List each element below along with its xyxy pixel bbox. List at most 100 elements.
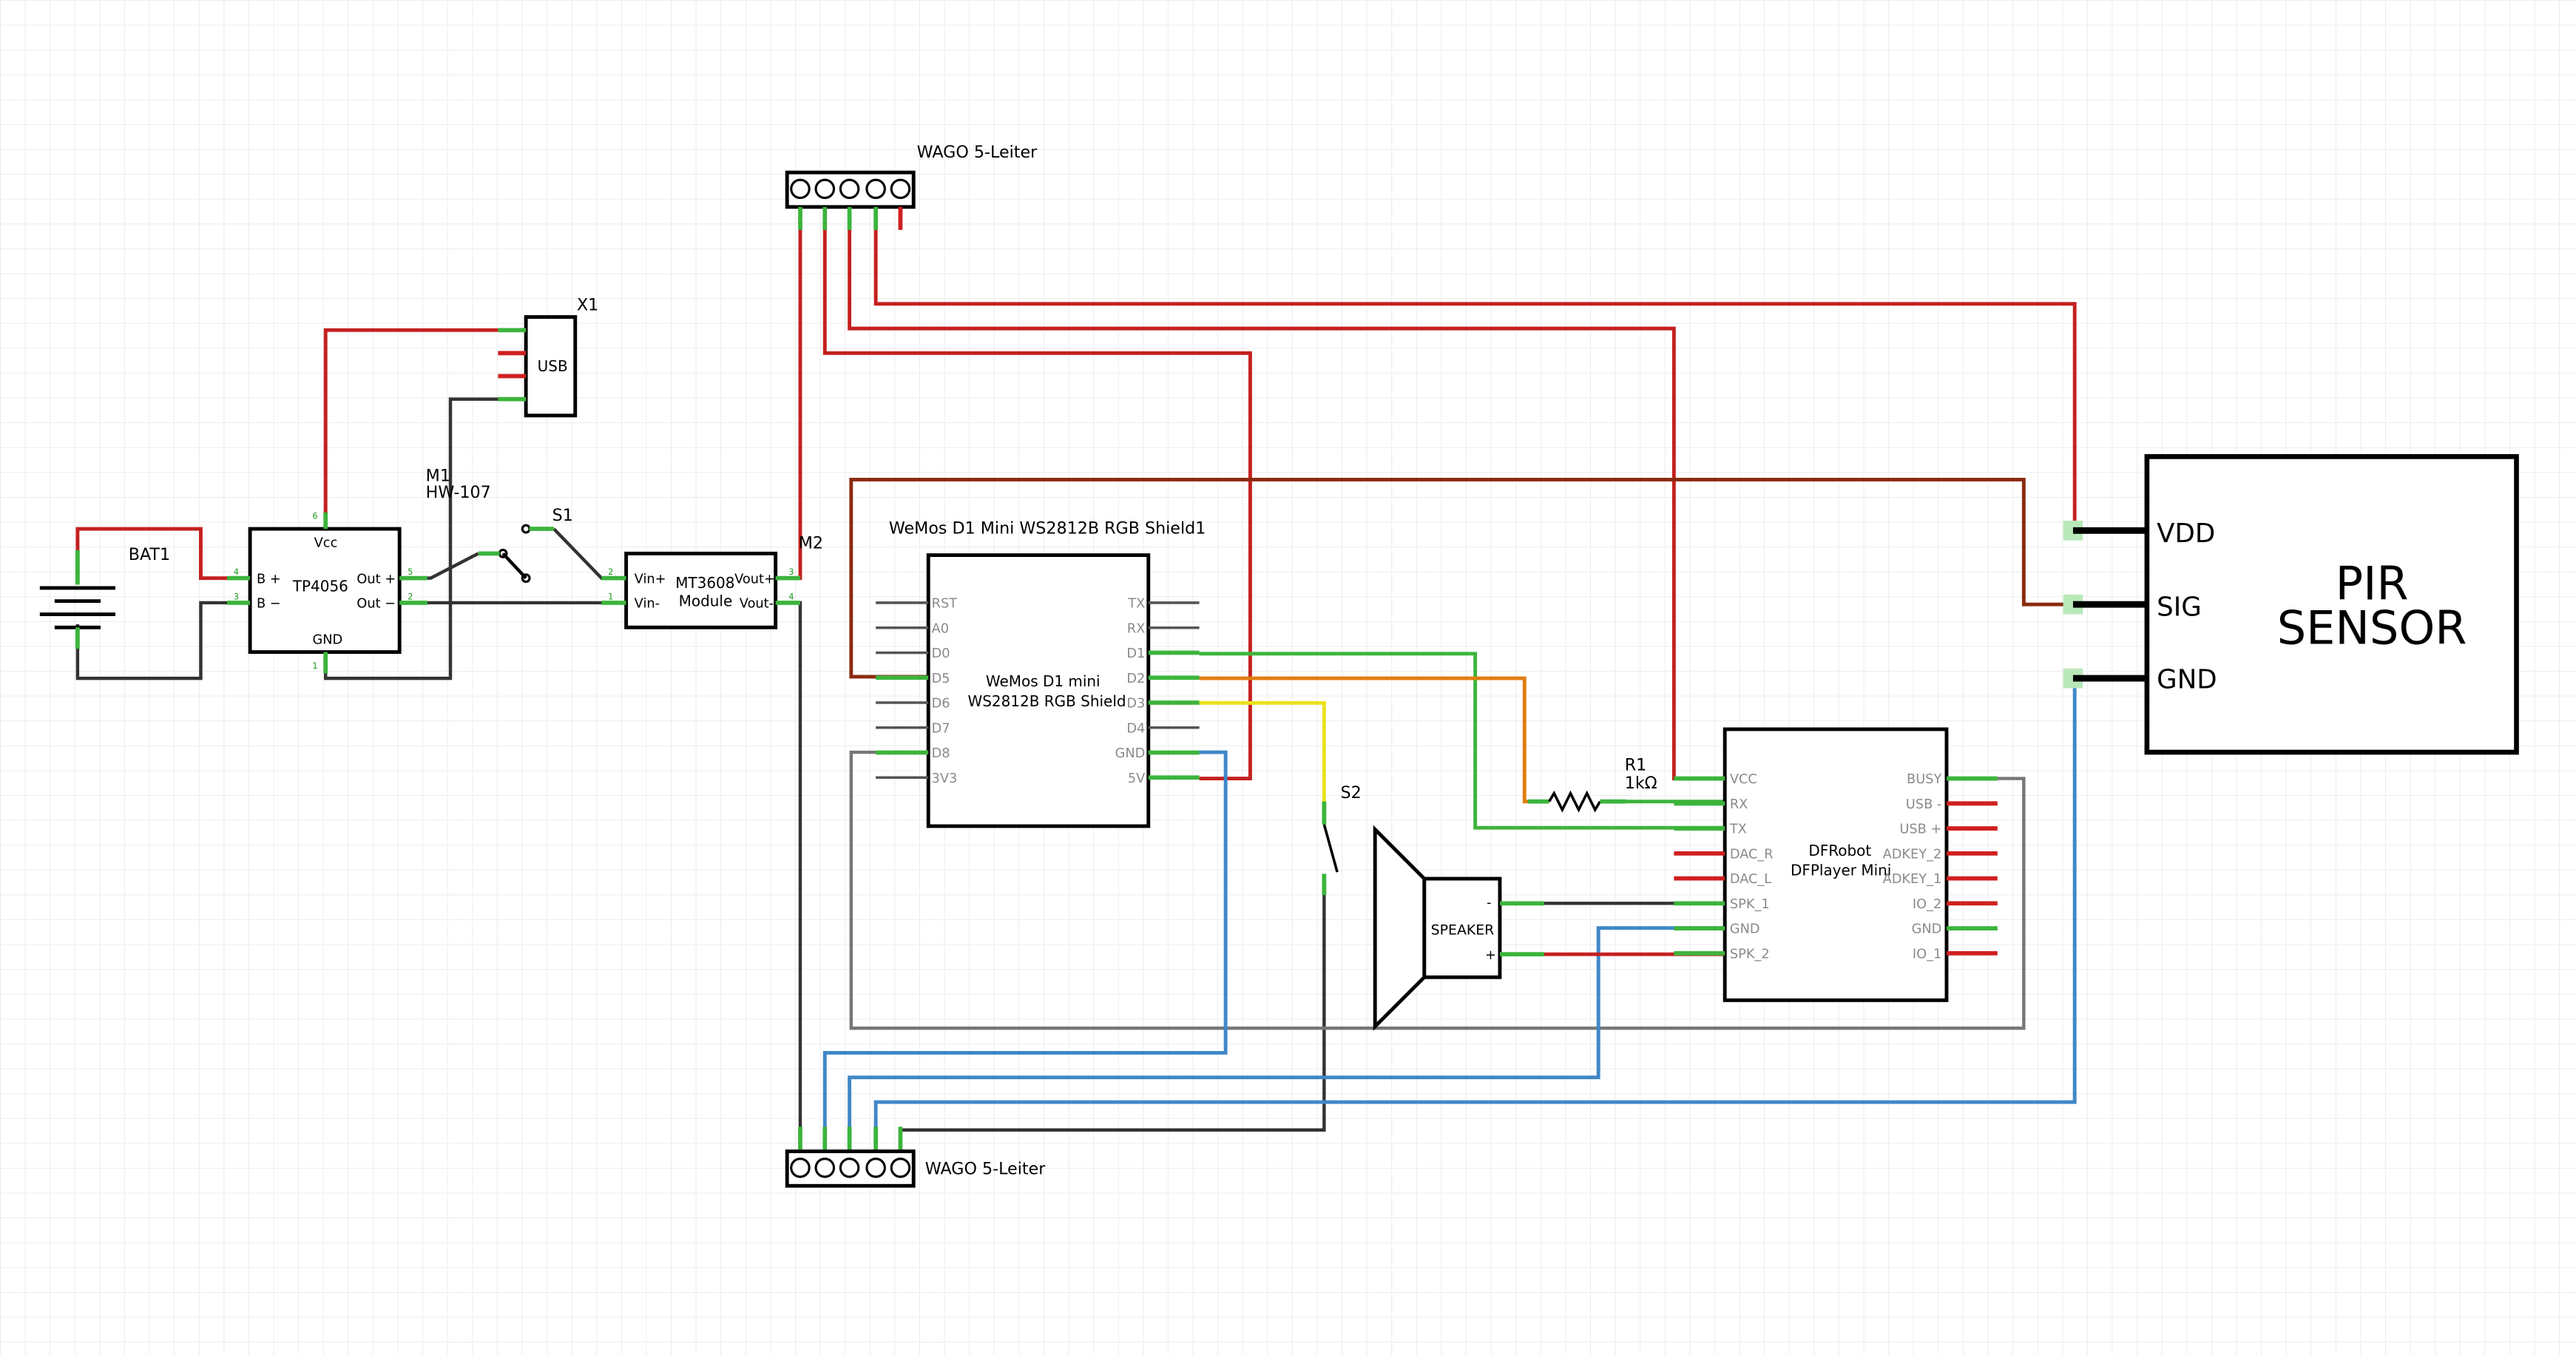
wire-d1-tx[interactable] — [1199, 652, 1725, 830]
pir-gnd: GND — [2157, 664, 2217, 695]
wemos-title: WeMos D1 Mini WS2812B RGB Shield1 — [889, 519, 1206, 538]
wemos-body-line2: WS2812B RGB Shield — [967, 692, 1126, 710]
tp4056-b-plus: B + — [257, 572, 281, 587]
dfplayer-right-pin-label: ADKEY_2 — [1883, 847, 1942, 862]
wemos-left-pin-label: RST — [932, 597, 958, 612]
pir-title-line2: SENSOR — [2277, 601, 2467, 655]
wemos-left-pin-label: D6 — [932, 697, 950, 712]
svg-text:1: 1 — [608, 592, 613, 602]
wemos-right-pin-label: D2 — [1126, 672, 1145, 686]
wemos-left-pin-label: 3V3 — [932, 771, 958, 786]
pir-sensor: VDD SIG GND PIR SENSOR — [2063, 453, 2519, 755]
tp4056-charger: TP4056 Vcc GND B + B − Out + Out − 4 3 5… — [226, 512, 427, 674]
wire-s2-gnd[interactable] — [899, 879, 1326, 1150]
wemos-right-pin-label: RX — [1127, 621, 1146, 636]
mt3608-boost: M2 MT3608 Module Vin+ Vin- Vout+ Vout- 2… — [601, 534, 823, 629]
speaker: SPEAKER - + — [1373, 825, 1544, 1031]
wire-usb-vcc[interactable] — [323, 328, 523, 530]
pir-vdd: VDD — [2157, 518, 2215, 549]
dfplayer-left-pin-label: DAC_L — [1730, 872, 1771, 887]
dfplayer-left-pin-label: RX — [1730, 797, 1748, 812]
svg-text:4: 4 — [234, 567, 239, 577]
wemos-right-pin-label: TX — [1127, 597, 1145, 612]
svg-text:2: 2 — [608, 567, 613, 577]
speaker-minus: - — [1487, 896, 1491, 910]
wire-s1-vin[interactable] — [552, 527, 626, 580]
mt3608-vin-minus: Vin- — [635, 597, 660, 612]
wemos-left-pin-label: D7 — [932, 721, 950, 736]
dfplayer-right-pin-label: BUSY — [1907, 772, 1941, 787]
dfplayer-right-pin-label: GND — [1912, 922, 1942, 937]
wire-df-gnd[interactable] — [848, 926, 1725, 1150]
dfplayer-right-pin-label: USB + — [1899, 822, 1941, 837]
wire-pir-gnd[interactable] — [873, 678, 2077, 1150]
speaker-plus: + — [1485, 948, 1496, 963]
wire-battery-minus[interactable] — [75, 601, 247, 680]
dfplayer-line1: DFRobot — [1808, 842, 1871, 859]
tp4056-name: TP4056 — [292, 577, 348, 595]
wire-pir-vdd[interactable] — [873, 229, 2077, 531]
s2-label: S2 — [1341, 783, 1362, 802]
wago-bottom: WAGO 5-Leiter — [785, 1126, 1046, 1188]
tp4056-gnd: GND — [312, 632, 342, 647]
mt3608-vin-plus: Vin+ — [635, 572, 666, 587]
wire-vout-minus[interactable] — [775, 601, 802, 1150]
svg-text:6: 6 — [312, 512, 317, 521]
wire-d3-s2[interactable] — [1199, 700, 1326, 805]
wire-d8-busy[interactable] — [849, 750, 2026, 1030]
tp4056-vcc: Vcc — [314, 535, 338, 550]
wemos-d1-mini: WeMos D1 Mini WS2812B RGB Shield1 WeMos … — [876, 519, 1206, 828]
wire-pir-sig[interactable] — [849, 477, 2075, 679]
wemos-body-line1: WeMos D1 mini — [986, 672, 1101, 690]
battery: BAT1 — [39, 545, 170, 649]
m2-ref: M2 — [799, 534, 823, 553]
r1-ref: R1 — [1625, 755, 1647, 774]
dfplayer-mini: DFRobot DFPlayer Mini VCCRXTXDAC_RDAC_LS… — [1674, 727, 1998, 1002]
wemos-right-pin-label: D3 — [1126, 697, 1145, 712]
battery-label: BAT1 — [129, 545, 170, 564]
wago-bottom-label: WAGO 5-Leiter — [925, 1160, 1046, 1179]
usb-name: USB — [538, 357, 568, 375]
svg-text:5: 5 — [408, 567, 413, 577]
wemos-left-pin-label: D8 — [932, 746, 950, 761]
dfplayer-right-pin-label: IO_2 — [1913, 897, 1941, 912]
switch-s2[interactable]: S2 — [1322, 783, 1362, 896]
dfplayer-right-pin-label: IO_1 — [1913, 947, 1941, 962]
wago-top-label: WAGO 5-Leiter — [917, 143, 1038, 162]
wire-wemos-gnd[interactable] — [822, 750, 1228, 1150]
mt3608-vout-plus: Vout+ — [734, 572, 775, 587]
dfplayer-right-pin-label: USB - — [1906, 797, 1941, 812]
svg-text:3: 3 — [234, 592, 239, 602]
pir-sig: SIG — [2157, 592, 2202, 623]
wemos-right-pin-label: 5V — [1128, 771, 1145, 786]
svg-text:4: 4 — [788, 592, 794, 602]
dfplayer-line2: DFPlayer Mini — [1791, 862, 1891, 879]
pir-title-line1: PIR — [2336, 557, 2409, 611]
wemos-left-pin-label: A0 — [932, 621, 949, 636]
switch-s1[interactable]: S1 — [478, 506, 573, 584]
wemos-left-pin-label: D0 — [932, 646, 950, 661]
mt3608-vout-minus: Vout- — [740, 597, 774, 612]
m1-ref: M1 — [426, 467, 450, 486]
wemos-right-pin-label: D1 — [1126, 646, 1145, 661]
wemos-right-pin-label: D4 — [1126, 721, 1145, 736]
usb-connector: X1 USB — [498, 296, 598, 418]
dfplayer-left-pin-label: SPK_1 — [1730, 897, 1770, 912]
svg-text:1: 1 — [312, 661, 317, 671]
svg-text:3: 3 — [788, 567, 794, 577]
wire-battery-plus[interactable] — [75, 527, 247, 581]
dfplayer-left-pin-label: GND — [1730, 922, 1760, 937]
dfplayer-left-pin-label: VCC — [1730, 772, 1757, 787]
dfplayer-left-pin-label: TX — [1729, 822, 1747, 837]
wago-top: WAGO 5-Leiter — [785, 143, 1038, 230]
m1-part: HW-107 — [426, 483, 491, 502]
tp4056-out-plus: Out + — [356, 572, 396, 587]
wire-vout-plus[interactable] — [775, 209, 802, 581]
wire-5v[interactable] — [822, 209, 1252, 781]
wemos-right-pin-label: GND — [1115, 746, 1146, 761]
dfplayer-left-pin-label: SPK_2 — [1730, 947, 1770, 962]
wemos-left-pin-label: D5 — [932, 672, 950, 686]
mt3608-line2: Module — [679, 592, 733, 609]
svg-text:2: 2 — [408, 592, 413, 602]
